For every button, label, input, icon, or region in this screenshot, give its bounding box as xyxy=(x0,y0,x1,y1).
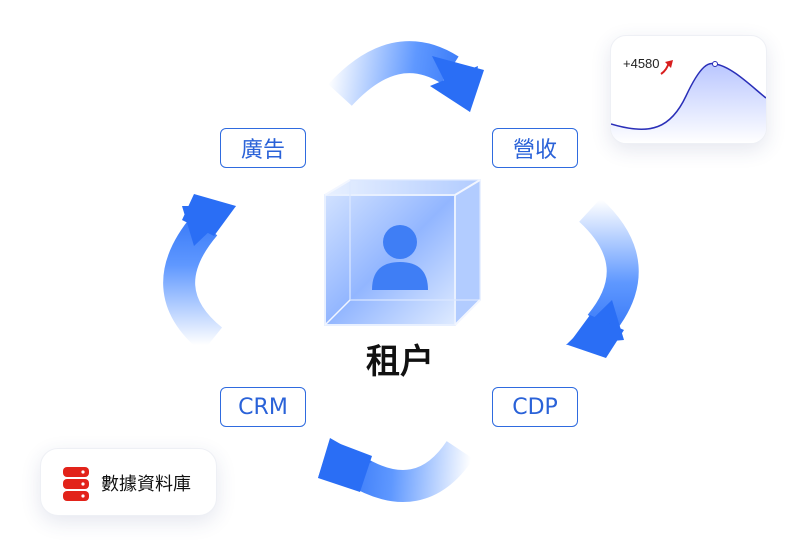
database-icon xyxy=(63,467,89,501)
node-revenue: 營收 xyxy=(492,128,578,168)
user-icon xyxy=(372,225,428,290)
tenant-label: 租户 xyxy=(366,342,434,382)
arrow-bottom xyxy=(318,438,474,502)
arrow-up-icon xyxy=(660,60,673,75)
arrow-left xyxy=(163,194,236,353)
arrow-right xyxy=(566,198,639,358)
stat-sparkline xyxy=(611,60,766,143)
database-card: 數據資料庫 xyxy=(40,448,217,516)
stat-value: +4580 xyxy=(623,56,660,71)
node-crm: CRM xyxy=(220,387,306,427)
node-ads: 廣告 xyxy=(220,128,306,168)
database-label: 數據資料庫 xyxy=(101,474,191,495)
tenant-cube xyxy=(324,179,481,326)
arrow-top xyxy=(328,41,484,112)
stat-card: +4580 xyxy=(610,35,767,144)
node-cdp: CDP xyxy=(492,387,578,427)
